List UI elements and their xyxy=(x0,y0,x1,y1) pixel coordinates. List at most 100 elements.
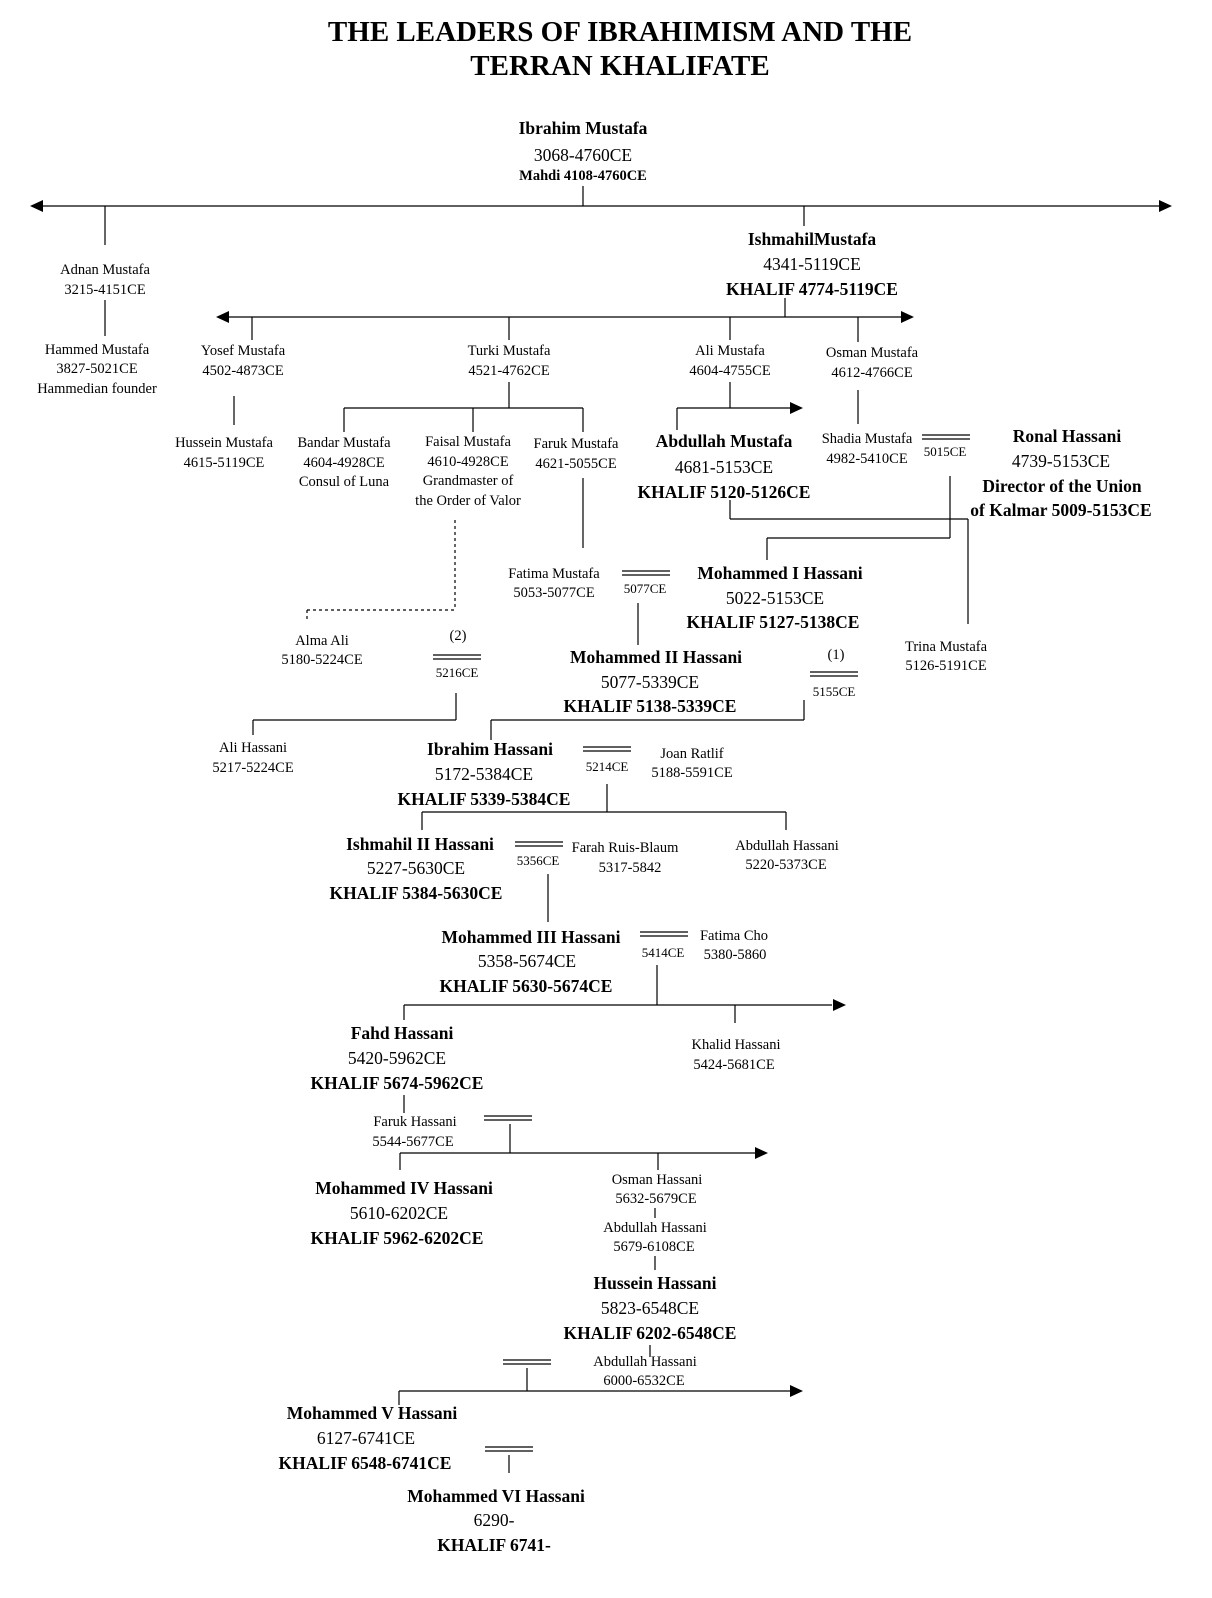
person-detail: 5424-5681CE xyxy=(693,1057,775,1073)
khalif-name: Mohammed II Hassani xyxy=(569,647,743,667)
arrow-head xyxy=(1159,200,1172,212)
arrow-head xyxy=(216,311,229,323)
marriage-year: 5155CE xyxy=(812,684,856,699)
khalif-name: Mohammed IV Hassani xyxy=(315,1178,493,1198)
khalif-reign: KHALIF 5674-5962CE xyxy=(310,1073,484,1093)
arrow-head xyxy=(30,200,43,212)
khalif-years: 3068-4760CE xyxy=(533,145,633,165)
khalif-reign: KHALIF 5630-5674CE xyxy=(439,976,613,996)
person-name: Khalid Hassani xyxy=(691,1037,781,1053)
chart-title-line: THE LEADERS OF IBRAHIMISM AND THE xyxy=(327,16,913,48)
person-name: Osman Hassani xyxy=(611,1172,703,1188)
person-name: Alma Ali xyxy=(295,633,349,649)
person-detail: 5544-5677CE xyxy=(372,1134,454,1150)
chart-title-line: TERRAN KHALIFATE xyxy=(470,50,770,82)
person-detail: 4604-4755CE xyxy=(689,363,771,379)
khalif-years: 6127-6741CE xyxy=(316,1428,416,1448)
khalif-name: Ronal Hassani xyxy=(1012,426,1122,446)
person-name: Osman Mustafa xyxy=(825,345,919,361)
person-detail: 5053-5077CE xyxy=(513,585,595,601)
person-detail: 5632-5679CE xyxy=(615,1191,697,1207)
person-name: Faisal Mustafa xyxy=(425,434,511,450)
person-detail: Hammedian founder xyxy=(37,381,157,397)
person-detail: 3215-4151CE xyxy=(64,282,146,298)
person-name: Ali Hassani xyxy=(218,740,288,756)
person-detail: 5188-5591CE xyxy=(651,765,733,781)
khalif-name: Ibrahim Hassani xyxy=(427,739,553,759)
khalif-reign: KHALIF 5384-5630CE xyxy=(329,883,503,903)
person-name: Faruk Hassani xyxy=(373,1114,457,1130)
khalif-years: 6290- xyxy=(473,1510,515,1530)
person-name: (2) xyxy=(449,628,467,644)
person-name: Shadia Mustafa xyxy=(821,431,913,447)
person-detail: 4521-4762CE xyxy=(468,363,550,379)
person-detail: 4612-4766CE xyxy=(831,365,913,381)
person-detail: Consul of Luna xyxy=(298,474,390,490)
person-detail: 4982-5410CE xyxy=(826,451,908,467)
marriage-year: 5356CE xyxy=(516,853,560,868)
khalif-years: 4341-5119CE xyxy=(763,254,861,274)
khalif-reign: of Kalmar 5009-5153CE xyxy=(970,500,1152,520)
khalif-years: 4681-5153CE xyxy=(674,457,774,477)
person-detail: Grandmaster of xyxy=(422,473,514,489)
khalif-years: 5420-5962CE xyxy=(347,1048,447,1068)
khalif-reign: KHALIF 4774-5119CE xyxy=(726,279,898,299)
person-name: Yosef Mustafa xyxy=(200,343,286,359)
khalif-name: Ibrahim Mustafa xyxy=(518,118,648,138)
person-name: Abdullah Hassani xyxy=(735,838,839,854)
person-detail: 4604-4928CE xyxy=(303,455,385,471)
person-name: Faruk Mustafa xyxy=(533,436,619,452)
person-name: Bandar Mustafa xyxy=(297,435,391,451)
person-detail: the Order of Valor xyxy=(415,493,521,509)
arrow-head xyxy=(790,402,803,414)
person-detail: 4621-5055CE xyxy=(535,456,617,472)
person-name: Adnan Mustafa xyxy=(60,262,150,278)
khalif-years: 5610-6202CE xyxy=(349,1203,449,1223)
khalif-reign: KHALIF 5127-5138CE xyxy=(686,612,860,632)
khalif-name: Abdullah Mustafa xyxy=(655,431,793,451)
khalif-years: 5358-5674CE xyxy=(477,951,577,971)
marriage-year: 5015CE xyxy=(923,444,967,459)
khalif-name: Ishmahil II Hassani xyxy=(346,834,494,854)
arrow-head xyxy=(790,1385,803,1397)
person-name: Hammed Mustafa xyxy=(44,342,150,358)
person-detail: 5679-6108CE xyxy=(613,1239,695,1255)
khalif-reign: KHALIF 6548-6741CE xyxy=(278,1453,452,1473)
person-detail: 4610-4928CE xyxy=(427,454,509,470)
person-name: Ali Mustafa xyxy=(695,343,765,359)
khalif-years: 5227-5630CE xyxy=(366,858,466,878)
khalif-name: Mohammed I Hassani xyxy=(697,563,863,583)
person-detail: 5317-5842 xyxy=(598,860,662,876)
person-detail: 5217-5224CE xyxy=(212,760,294,776)
person-name: Abdullah Hassani xyxy=(593,1354,697,1370)
khalif-name: Mohammed III Hassani xyxy=(441,927,621,947)
khalif-reign: KHALIF 6202-6548CE xyxy=(563,1323,737,1343)
khalif-reign: KHALIF 5120-5126CE xyxy=(637,482,811,502)
khalif-years: 5022-5153CE xyxy=(725,588,825,608)
person-name: Mahdi 4108-4760CE xyxy=(519,168,647,184)
person-name: Turki Mustafa xyxy=(467,343,551,359)
person-detail: 5380-5860 xyxy=(703,947,767,963)
marriage-year: 5216CE xyxy=(435,665,479,680)
person-detail: 5126-5191CE xyxy=(905,658,987,674)
arrow-head xyxy=(833,999,846,1011)
khalif-years: 5172-5384CE xyxy=(434,764,534,784)
khalif-reign: KHALIF 5138-5339CE xyxy=(563,696,737,716)
khalif-years: 4739-5153CE xyxy=(1011,451,1111,471)
person-name: (1) xyxy=(827,647,845,663)
person-name: Fatima Cho xyxy=(699,928,769,944)
khalif-name: IshmahilMustafa xyxy=(747,229,877,249)
marriage-year: 5077CE xyxy=(623,581,667,596)
person-detail: 4615-5119CE xyxy=(183,455,265,471)
person-name: Joan Ratlif xyxy=(660,746,724,762)
khalif-reign: KHALIF 5962-6202CE xyxy=(310,1228,484,1248)
arrow-head xyxy=(755,1147,768,1159)
khalif-years: 5823-6548CE xyxy=(600,1298,700,1318)
person-name: Trina Mustafa xyxy=(904,639,988,655)
person-detail: 4502-4873CE xyxy=(202,363,284,379)
khalif-reign: KHALIF 6741- xyxy=(437,1535,551,1555)
khalif-name: Mohammed V Hassani xyxy=(286,1403,458,1423)
person-detail: 5180-5224CE xyxy=(281,652,363,668)
person-name: Fatima Mustafa xyxy=(508,566,600,582)
